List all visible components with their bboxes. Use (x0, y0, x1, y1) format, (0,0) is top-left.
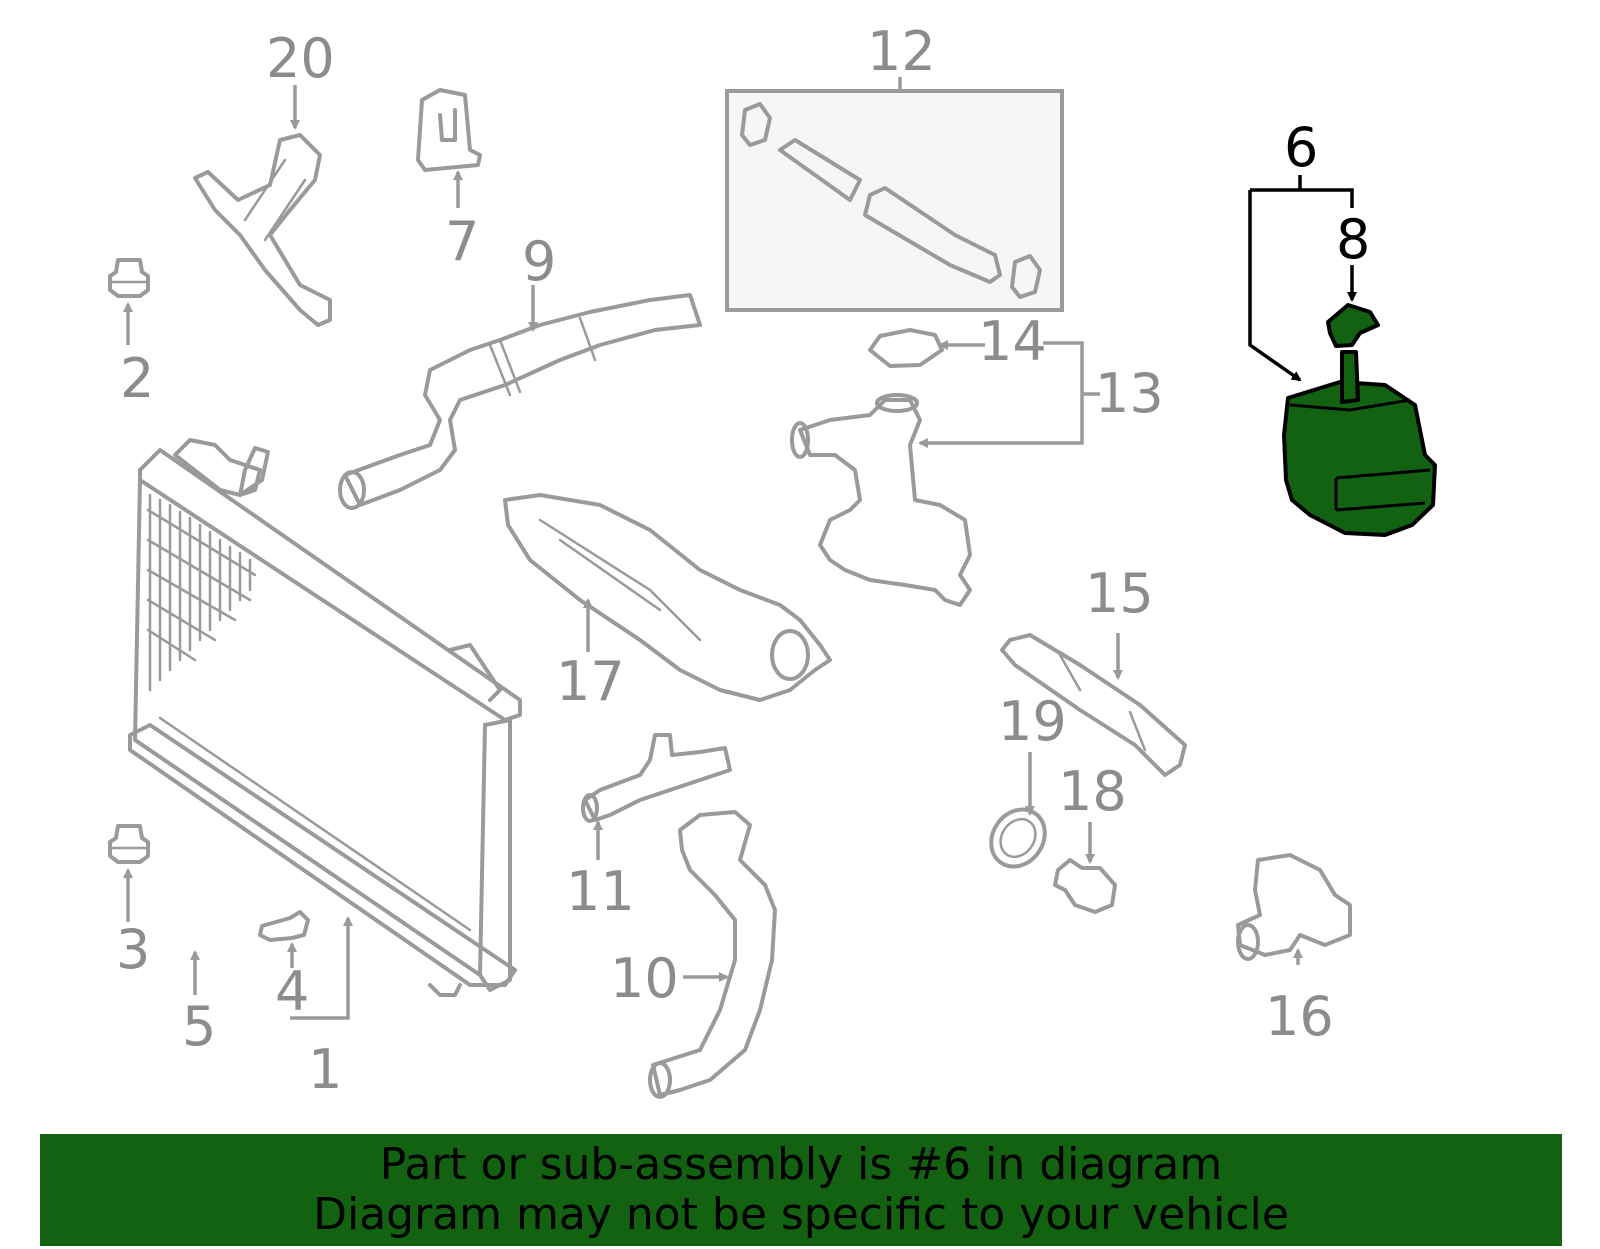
bypass-hose-kit-part[interactable] (725, 89, 1064, 312)
banner-line-disclaimer: Diagram may not be specific to your vehi… (313, 1189, 1289, 1240)
water-inlet-part[interactable] (1236, 853, 1352, 961)
reservoir-tank-part[interactable] (1282, 350, 1437, 537)
callout-16: 16 (1265, 985, 1334, 1048)
water-bypass-pipe-part[interactable] (581, 733, 732, 823)
radiator-cap-part[interactable] (868, 328, 944, 368)
callout-9: 9 (522, 230, 556, 293)
callout-13: 13 (1095, 362, 1164, 425)
callout-15: 15 (1085, 562, 1154, 625)
callout-1: 1 (308, 1038, 342, 1101)
drain-plug-3-part[interactable] (108, 824, 150, 864)
water-inlet-housing-part[interactable] (503, 493, 832, 702)
clip-part[interactable] (416, 88, 482, 172)
callout-3: 3 (116, 918, 150, 981)
banner-line-part-number: Part or sub-assembly is #6 in diagram (379, 1139, 1223, 1190)
callout-18: 18 (1058, 760, 1127, 823)
info-banner: Part or sub-assembly is #6 in diagram Di… (40, 1134, 1562, 1246)
callout-2: 2 (120, 347, 154, 410)
callout-14: 14 (978, 310, 1047, 373)
callout-10: 10 (610, 947, 679, 1010)
radiator-part[interactable] (128, 438, 522, 997)
callout-labels: 20 2 3 4 5 1 7 9 12 14 13 17 11 10 15 19… (116, 20, 1370, 1101)
callout-6: 6 (1284, 116, 1318, 179)
bypass-hose-part[interactable] (1000, 633, 1187, 777)
lower-hose-part[interactable] (648, 810, 777, 1099)
leader-lines (123, 77, 1357, 1020)
callout-4: 4 (275, 960, 309, 1023)
parts-diagram: 20 2 3 4 5 1 7 9 12 14 13 17 11 10 15 19… (108, 20, 1437, 1101)
callout-7: 7 (445, 210, 479, 273)
callout-8: 8 (1336, 208, 1370, 271)
callout-17: 17 (556, 650, 625, 713)
callout-19: 19 (998, 690, 1067, 753)
callout-5: 5 (182, 995, 216, 1058)
gasket-part[interactable] (980, 799, 1055, 877)
upper-hose-part[interactable] (338, 293, 702, 510)
bracket-part[interactable] (193, 133, 332, 327)
thermostat-part[interactable] (1053, 858, 1117, 914)
reservoir-cap-part[interactable] (1326, 303, 1380, 348)
drain-plug-2-part[interactable] (108, 258, 150, 298)
callout-20: 20 (266, 27, 335, 90)
callout-12: 12 (867, 20, 936, 83)
drain-cock-part[interactable] (258, 910, 310, 942)
water-outlet-part[interactable] (790, 393, 972, 607)
callout-11: 11 (566, 860, 635, 923)
